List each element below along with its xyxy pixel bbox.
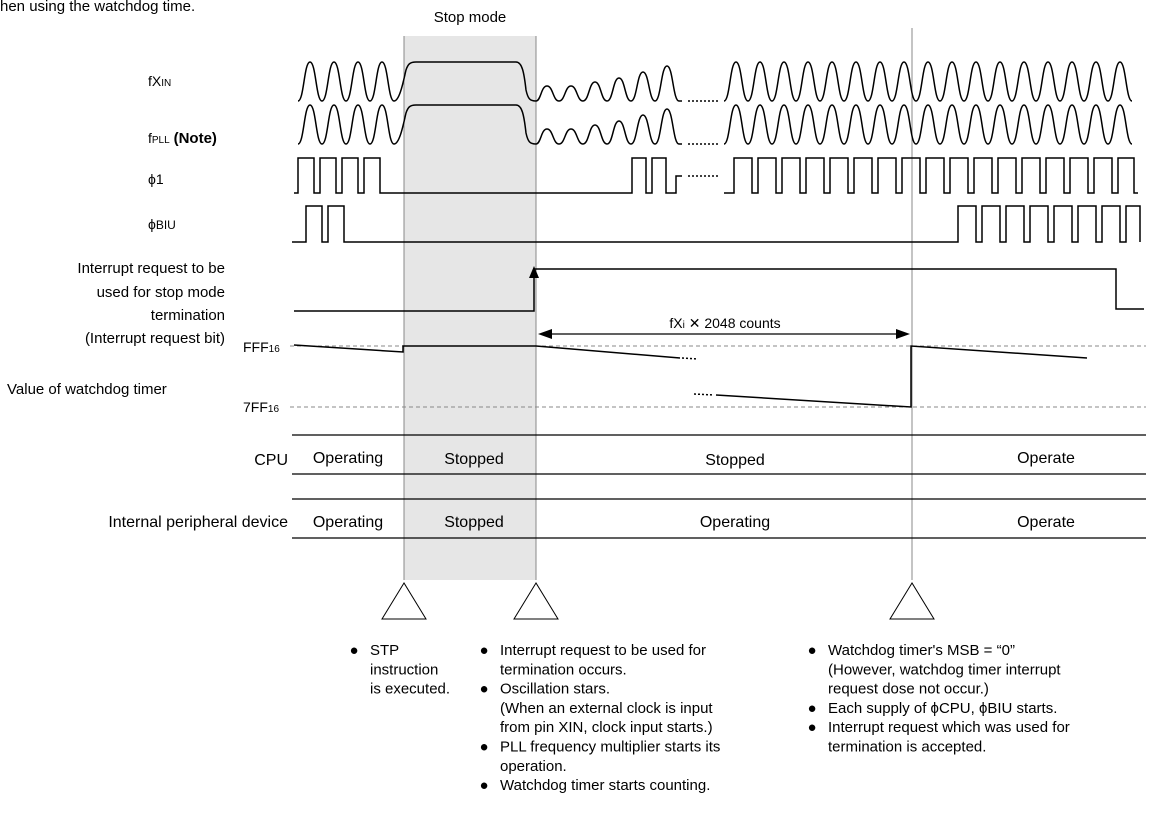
note-bullet: ● (479, 681, 488, 698)
watchdog-waveform-2 (715, 345, 1088, 408)
interrupt-label-line1: Interrupt request to be (77, 260, 225, 277)
fpll-waveform-2 (723, 104, 1133, 145)
cpu-state-3: Stopped (705, 452, 765, 469)
fpll-waveform (297, 104, 682, 145)
fpll-label: fPLL (Note) (148, 130, 217, 147)
fxin-waveform-2 (723, 61, 1133, 102)
cpu-state-2: Stopped (444, 451, 504, 468)
phibiu-waveform (292, 205, 1141, 243)
note-line: Interrupt request to be used for (500, 642, 706, 659)
note-bullet: ● (807, 700, 816, 717)
stop-mode-label: Stop mode (434, 9, 507, 26)
stop-mode-region (404, 36, 536, 580)
note-line: Watchdog timer starts counting. (500, 777, 710, 794)
note-bullet: ● (349, 642, 358, 659)
stp-marker (381, 582, 427, 620)
interrupt-label-line3: termination (151, 307, 225, 324)
note-line: Interrupt request which was used for (828, 719, 1070, 736)
fxin-label: fXIN (148, 73, 171, 89)
interrupt-label-line2: used for stop mode (97, 284, 225, 301)
note-line: is executed. (370, 681, 450, 698)
note-line: termination occurs. (500, 661, 627, 678)
count-span-arrow-right (896, 329, 910, 339)
7ff16-label: 7FF16 (243, 399, 279, 415)
cpu-label: CPU (254, 452, 288, 469)
peripheral-state-4: Operate (1017, 514, 1075, 531)
cpu-state-1: Operating (313, 450, 383, 467)
watchdog-label: Value of watchdog timer (7, 381, 167, 398)
note-bullet: ● (807, 642, 816, 659)
note-line: Oscillation stars. (500, 681, 610, 698)
msb-marker (889, 582, 935, 620)
note-line: operation. (500, 758, 567, 775)
watchdog-waveform-1 (293, 344, 681, 359)
note-line: (When an external clock is input (500, 700, 713, 717)
note-line: PLL frequency multiplier starts its (500, 739, 720, 756)
interrupt-rise-arrowhead (529, 266, 539, 278)
phibiu-label: ϕBIU (148, 216, 176, 232)
note-bullet: ● (807, 719, 816, 736)
phi1-waveform (294, 157, 682, 194)
note-bullet: ● (479, 777, 488, 794)
note-bullet: ● (479, 642, 488, 659)
watchdog-break-1 (681, 357, 699, 360)
notes-stp: ● STP instruction is executed. (349, 642, 450, 698)
count-annotation: fXi ✕ 2048 counts (669, 315, 780, 331)
note-line: Each supply of ϕCPU, ϕBIU starts. (828, 700, 1057, 717)
note-line: (However, watchdog timer interrupt (828, 661, 1061, 678)
fxin-waveform (297, 61, 682, 102)
interrupt-waveform (294, 268, 1144, 312)
fff16-label: FFF16 (243, 339, 280, 355)
phi1-waveform-2 (724, 157, 1138, 194)
phi1-label: ϕ1 (148, 171, 164, 187)
note-line: Watchdog timer's MSB = “0” (828, 642, 1015, 659)
peripheral-state-2: Stopped (444, 514, 504, 531)
watchdog-break-2 (693, 393, 715, 396)
peripheral-state-3: Operating (700, 514, 770, 531)
cpu-state-4: Operate (1017, 450, 1075, 467)
page-heading: hen using the watchdog time. (0, 0, 195, 15)
interrupt-label-line4: (Interrupt request bit) (85, 330, 225, 347)
note-line: request dose not occur.) (828, 681, 989, 698)
peripheral-label: Internal peripheral device (108, 514, 288, 531)
interrupt-marker (513, 582, 559, 620)
note-line: from pin XIN, clock input starts.) (500, 719, 713, 736)
note-bullet: ● (479, 739, 488, 756)
peripheral-state-1: Operating (313, 514, 383, 531)
note-line: termination is accepted. (828, 739, 986, 756)
notes-msb: ● Watchdog timer's MSB = “0” (However, wat… (807, 642, 1069, 756)
count-span-arrow-left (538, 329, 552, 339)
note-line: instruction (370, 661, 438, 678)
notes-interrupt: ● Interrupt request to be used for termina… (479, 642, 720, 794)
note-line: STP (370, 642, 399, 659)
